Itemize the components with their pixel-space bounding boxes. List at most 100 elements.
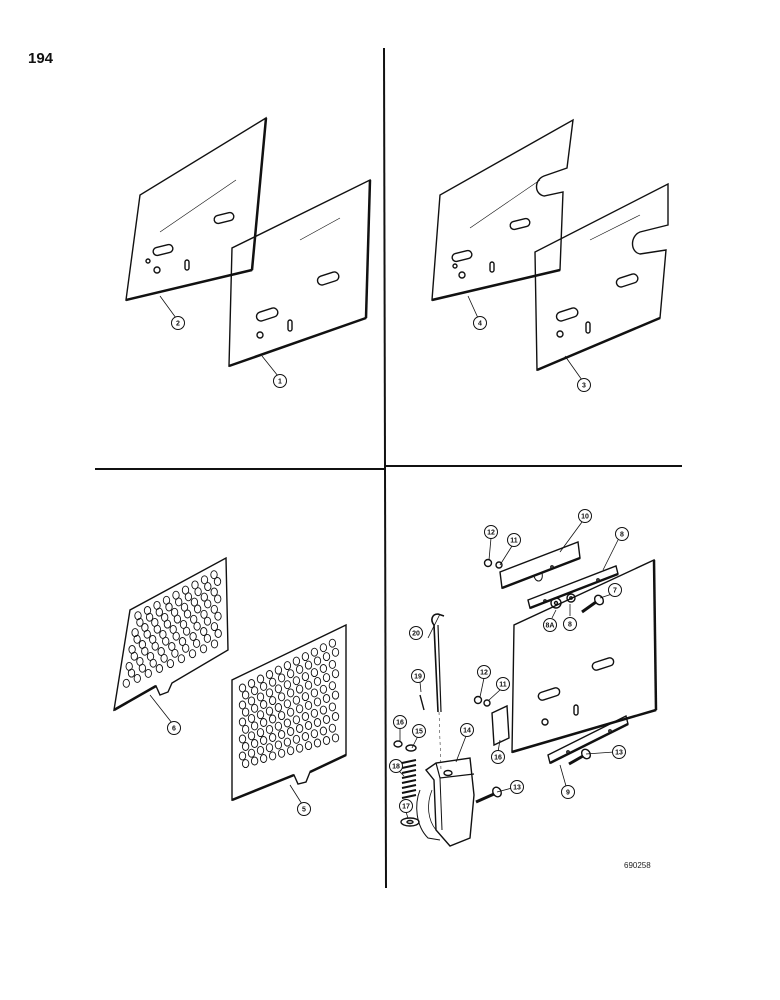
screen-5 xyxy=(231,623,347,802)
perforation-hole xyxy=(238,700,247,710)
perforation-hole xyxy=(155,607,163,617)
perforation-hole xyxy=(256,728,265,738)
perforation-hole xyxy=(274,665,283,675)
callout-6-circle xyxy=(167,721,181,735)
perforation-hole xyxy=(310,647,319,657)
pin-19 xyxy=(419,694,425,711)
callout-11-lower-circle xyxy=(496,677,510,691)
callout-12-upper-circle xyxy=(484,525,498,539)
perforation-hole xyxy=(153,624,161,634)
bolt-13-lower xyxy=(568,748,592,766)
perforation-hole xyxy=(143,629,151,639)
perforation-hole xyxy=(286,727,295,736)
callout-8-upper-label: 8 xyxy=(620,532,624,539)
callout-15-label: 15 xyxy=(415,729,423,736)
bracket-14 xyxy=(416,757,475,847)
perforation-hole xyxy=(155,664,164,673)
callout-7-label: 7 xyxy=(613,588,617,595)
perforation-hole xyxy=(259,718,268,727)
perforation-hole xyxy=(149,658,157,668)
perforation-hole xyxy=(160,653,168,663)
perforation-hole xyxy=(292,734,301,744)
perforation-hole xyxy=(268,696,277,706)
callout-17-circle xyxy=(399,799,413,813)
perforation-hole xyxy=(241,759,250,769)
callout-leaders xyxy=(149,295,619,819)
perforation-hole xyxy=(134,611,142,621)
perforation-hole xyxy=(331,669,340,679)
perforation-hole xyxy=(295,664,304,674)
callout-18-circle xyxy=(389,759,403,773)
perforation-hole xyxy=(199,644,208,654)
perforation-hole xyxy=(256,674,265,684)
perforation-hole xyxy=(163,619,172,629)
callout-6-label: 6 xyxy=(172,726,176,733)
perforation-hole xyxy=(131,628,139,638)
bolt-7 xyxy=(581,594,605,614)
perforation-hole xyxy=(265,688,274,698)
perforation-hole xyxy=(283,699,292,709)
perforation-hole xyxy=(283,718,292,728)
perforation-hole xyxy=(250,739,259,748)
callout-20: 20 xyxy=(409,626,423,640)
perforation-hole xyxy=(168,642,176,651)
perforation-hole xyxy=(188,649,197,659)
callout-8-washer: 8 xyxy=(563,617,577,631)
plate-4 xyxy=(431,118,574,302)
perforation-hole xyxy=(277,673,286,683)
callout-9-circle xyxy=(561,785,575,799)
perforation-hole xyxy=(250,703,259,713)
callout-18-label: 18 xyxy=(392,764,400,771)
callout-7-circle xyxy=(608,583,622,597)
perforation-hole xyxy=(310,688,319,698)
callout-1: 1 xyxy=(273,374,287,388)
perforation-hole xyxy=(277,730,286,739)
perforation-hole xyxy=(238,717,247,727)
perforation-hole xyxy=(247,679,256,688)
callout-9-label: 9 xyxy=(566,790,570,797)
perforation-hole xyxy=(274,703,283,712)
perforation-hole xyxy=(268,733,277,742)
perforation-hole xyxy=(238,751,247,761)
perforation-hole xyxy=(292,695,301,705)
perforation-hole xyxy=(141,646,149,656)
spring-18 xyxy=(401,759,417,799)
perforation-hole xyxy=(200,627,208,636)
callout-8a-circle xyxy=(543,618,557,632)
perforation-hole xyxy=(200,609,208,619)
perforation-hole xyxy=(182,643,190,653)
perforation-hole xyxy=(151,641,159,651)
perforation-hole xyxy=(193,604,202,614)
perforation-hole xyxy=(319,684,328,694)
callout-14-label: 14 xyxy=(463,728,471,735)
callout-16-strip: 16 xyxy=(491,750,505,764)
perforation-hole xyxy=(322,652,331,662)
nut-12-lower xyxy=(473,695,491,707)
washer-15 xyxy=(393,740,417,752)
perforation-hole xyxy=(259,754,268,763)
perforation-hole xyxy=(127,668,136,678)
perforation-hole xyxy=(322,715,331,724)
callout-16-strip-label: 16 xyxy=(494,755,502,762)
perforation-hole xyxy=(241,724,250,734)
callout-19-label: 19 xyxy=(414,674,422,681)
perforation-hole xyxy=(238,734,247,744)
callout-17: 17 xyxy=(399,799,413,813)
perforation-hole xyxy=(295,684,304,694)
perforation-hole xyxy=(241,707,250,717)
callout-2: 2 xyxy=(171,316,185,330)
perforation-hole xyxy=(268,751,277,761)
callout-16-strip-circle xyxy=(491,750,505,764)
perforation-hole xyxy=(210,622,219,632)
perforation-hole xyxy=(133,673,141,683)
perforation-hole xyxy=(179,619,188,629)
callout-5-label: 5 xyxy=(302,807,306,814)
perforation-hole xyxy=(183,609,192,619)
perforation-hole xyxy=(178,637,187,646)
perforation-hole xyxy=(250,756,259,766)
perforation-hole xyxy=(259,736,268,745)
perforation-hole xyxy=(301,692,310,702)
callout-13-lower: 13 xyxy=(612,745,626,759)
callout-8a-label: 8A xyxy=(546,623,555,630)
plate-3 xyxy=(534,182,669,372)
